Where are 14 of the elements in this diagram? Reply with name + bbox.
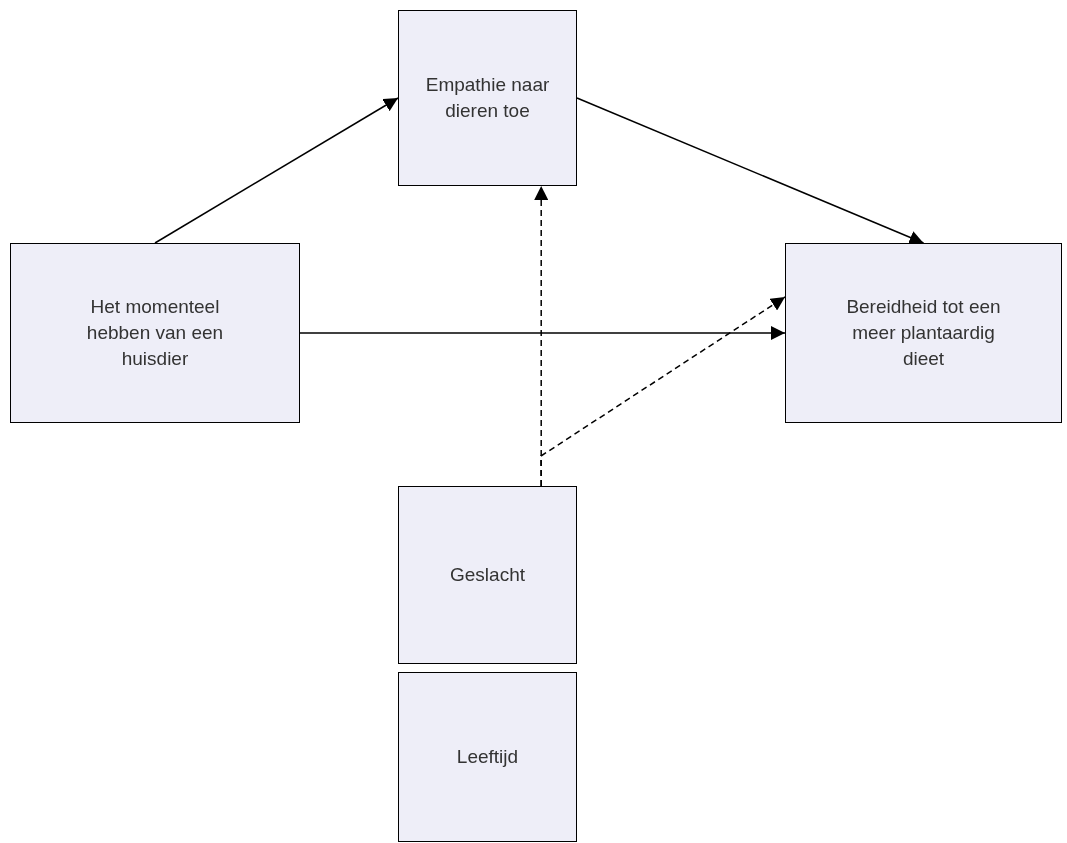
box-label: Empathie naar dieren toe [424, 73, 551, 123]
process-box [785, 243, 1062, 423]
box-label: Leeftijd [456, 745, 519, 769]
box-label: Bereidheid tot een meer plantaardig dieet [845, 295, 1002, 371]
arrow [299, 326, 786, 340]
box-label: Het momenteel hebben van een huisdier [85, 295, 225, 371]
arrow [540, 296, 786, 487]
process-box [398, 486, 577, 664]
process-box [398, 672, 577, 842]
process-box [10, 243, 300, 423]
box-label: Geslacht [450, 563, 525, 587]
process-box [398, 10, 577, 186]
arrow [576, 97, 925, 245]
arrow [154, 97, 399, 244]
